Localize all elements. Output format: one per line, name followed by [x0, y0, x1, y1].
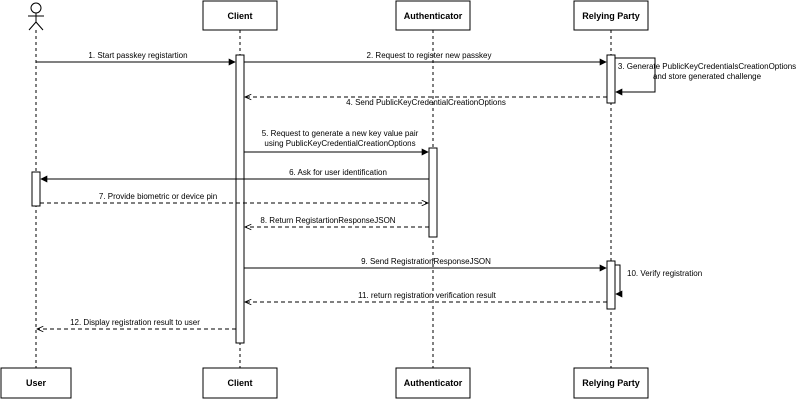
activation-relying-party-1	[606, 54, 616, 104]
message-label-7: 7. Provide biometric or device pin	[99, 192, 217, 201]
activation-user	[31, 171, 41, 207]
arrow-m3	[615, 57, 656, 96]
arrow-m10	[615, 264, 623, 298]
svg-text:Authenticator: Authenticator	[404, 11, 463, 21]
message-label-1: 1. Start passkey registartion	[88, 51, 187, 60]
participant-relying-party-bottom: Relying Party	[573, 367, 649, 399]
svg-text:Authenticator: Authenticator	[404, 378, 463, 388]
participant-authenticator-top: Authenticator	[395, 0, 471, 31]
message-label-8: 8. Return RegistartionResponseJSON	[260, 216, 395, 225]
activation-client	[235, 54, 245, 344]
participant-relying-party-top: Relying Party	[573, 0, 649, 31]
message-label-10: 10. Verify registration	[627, 269, 702, 278]
activation-authenticator	[428, 147, 438, 238]
message-label-5b: using PublicKeyCredentialCreationOptions	[264, 139, 415, 148]
participant-authenticator-bottom: Authenticator	[395, 367, 471, 399]
message-label-12: 12. Display registration result to user	[70, 318, 200, 327]
participant-client-bottom: Client	[202, 367, 278, 399]
svg-text:Relying Party: Relying Party	[582, 11, 640, 21]
message-label-11: 11. return registration verification res…	[358, 291, 496, 300]
message-label-4: 4. Send PublicKeyCredentialCreationOptio…	[346, 98, 506, 107]
svg-text:User: User	[26, 378, 47, 388]
message-label-3b: and store generated challenge	[653, 72, 762, 81]
message-label-9: 9. Send RegistrationResponseJSON	[361, 257, 491, 266]
message-label-6: 6. Ask for user identification	[289, 168, 387, 177]
message-label-2: 2. Request to register new passkey	[367, 51, 492, 60]
message-label-5a: 5. Request to generate a new key value p…	[262, 129, 419, 138]
svg-text:Relying Party: Relying Party	[582, 378, 640, 388]
message-label-3a: 3. Generate PublicKeyCredentialsCreation…	[618, 62, 796, 71]
svg-text:Client: Client	[227, 378, 252, 388]
participant-user-bottom: User	[0, 367, 72, 399]
activation-relying-party-2	[606, 260, 616, 310]
participant-client-top: Client	[202, 0, 278, 31]
svg-text:Client: Client	[227, 11, 252, 21]
actor-stick-figure-icon	[28, 2, 44, 31]
